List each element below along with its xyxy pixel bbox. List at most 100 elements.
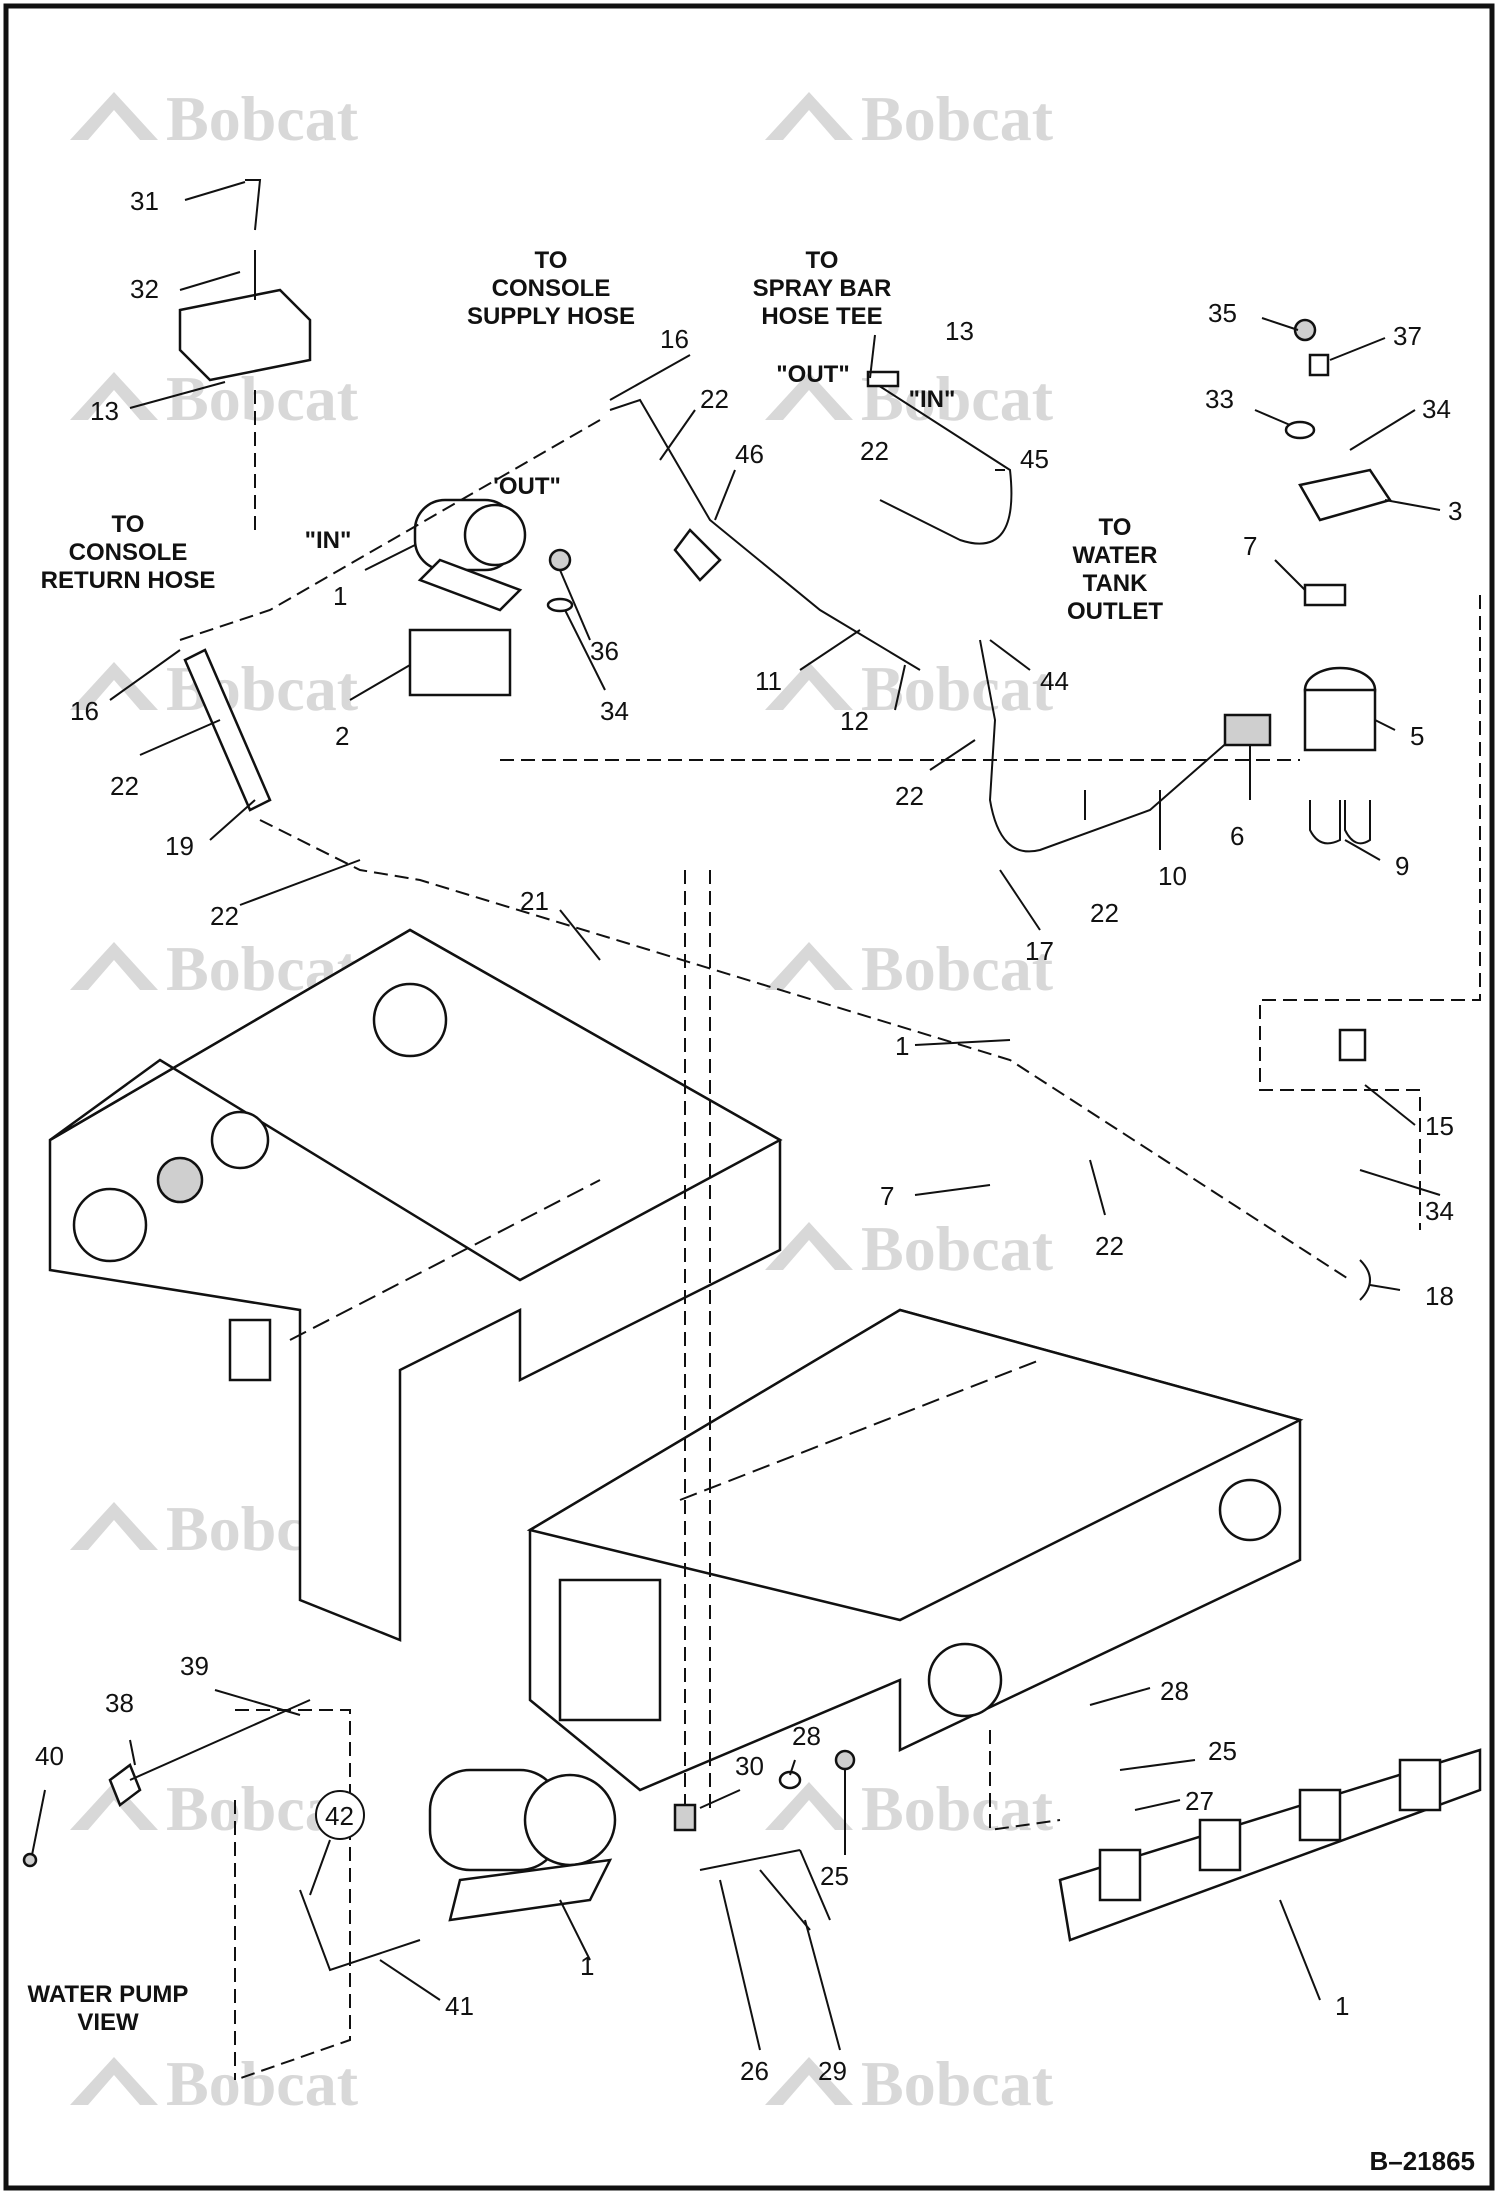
watermark-brand: Bobcat xyxy=(166,2048,359,2119)
flow-in-tee: "IN" xyxy=(909,386,956,413)
bobcat-logo-icon xyxy=(70,942,158,990)
bobcat-logo-icon xyxy=(765,662,853,710)
callout-13: 13 xyxy=(90,396,119,426)
callout-28: 28 xyxy=(1160,1676,1189,1706)
callout-40: 40 xyxy=(35,1741,64,1771)
flow-out-pump: 'OUT" xyxy=(493,473,561,500)
water-pump-1 xyxy=(413,498,527,612)
bobcat-logo-icon xyxy=(765,2057,853,2105)
hose-line-lower xyxy=(259,819,1351,1281)
note-console-supply-2: CONSOLE xyxy=(492,275,611,302)
watermark-brand: Bobcat xyxy=(166,83,359,154)
callout-29: 29 xyxy=(818,2056,847,2086)
nozzle xyxy=(1298,1788,1342,1842)
callout-22: 22 xyxy=(1090,898,1119,928)
bobcat-logo-icon xyxy=(765,92,853,140)
nozzle xyxy=(1098,1848,1142,1902)
note-water-tank-2: WATER xyxy=(1073,542,1158,569)
callout-19: 19 xyxy=(165,831,194,861)
callout-41: 41 xyxy=(445,1991,474,2021)
callout-10: 10 xyxy=(1158,861,1187,891)
flow-out-tee: "OUT" xyxy=(776,361,849,388)
hose-46-body xyxy=(673,528,722,582)
callout-circle xyxy=(315,1790,365,1840)
callout-22: 22 xyxy=(1095,1231,1124,1261)
watermark-brand: Bobcat xyxy=(861,1213,1054,1284)
bobcat-logo-icon xyxy=(70,2057,158,2105)
callout-46: 46 xyxy=(735,439,764,469)
frame-grille xyxy=(156,1156,204,1204)
callout-17: 17 xyxy=(1025,936,1054,966)
callout-1: 1 xyxy=(333,581,347,611)
callout-16: 16 xyxy=(70,696,99,726)
callout-13: 13 xyxy=(945,316,974,346)
watermark-brand: Bobcat xyxy=(861,83,1054,154)
callout-15: 15 xyxy=(1425,1111,1454,1141)
watermark-brand: Bobcat xyxy=(861,653,1054,724)
watermark-brand: Bobcat xyxy=(861,1773,1054,1844)
connector-38 xyxy=(108,1763,142,1807)
watermark-brand: Bobcat xyxy=(861,933,1054,1004)
tee-13 xyxy=(866,370,900,388)
callout-16: 16 xyxy=(660,324,689,354)
note-spray-bar-2: SPRAY BAR xyxy=(753,275,892,302)
callout-33: 33 xyxy=(1205,384,1234,414)
callout-22: 34 xyxy=(1425,1196,1454,1226)
bobcat-logo-icon xyxy=(765,372,853,420)
watermark-brand: Bobcat xyxy=(861,2048,1054,2119)
frame-hole xyxy=(210,1110,270,1170)
pad-7 xyxy=(1303,583,1347,607)
callout-26: 26 xyxy=(740,2056,769,2086)
frame-window xyxy=(558,1578,662,1722)
bobcat-logo-icon xyxy=(765,1222,853,1270)
note-console-supply-3: SUPPLY HOSE xyxy=(467,303,635,330)
bobcat-logo-icon xyxy=(765,1782,853,1830)
callout-1: 1 xyxy=(580,1951,594,1981)
fitting-37 xyxy=(1308,353,1330,377)
note-spray-bar-3: HOSE TEE xyxy=(761,303,882,330)
frame-hole xyxy=(927,1642,1003,1718)
clamp-9 xyxy=(1309,800,1371,845)
callout-11: 11 xyxy=(755,666,782,696)
terminal-40 xyxy=(22,1852,38,1868)
hose-41 xyxy=(299,1889,421,1972)
callout-31: 31 xyxy=(130,186,159,216)
left-frame xyxy=(48,928,783,1642)
hose-45 xyxy=(869,379,1013,545)
right-frame xyxy=(526,1308,1304,1792)
nozzle xyxy=(1198,1818,1242,1872)
callout-38: 38 xyxy=(105,1688,134,1718)
callout-22: 22 xyxy=(700,384,729,414)
washer-33 xyxy=(1284,420,1316,440)
callout-6: 6 xyxy=(1230,821,1244,851)
spray-bar-1 xyxy=(989,1730,1482,1942)
callout-22: 22 xyxy=(110,771,139,801)
note-water-tank-3: TANK xyxy=(1083,570,1149,597)
flow-in-pump: "IN" xyxy=(305,527,352,554)
bobcat-logo-icon xyxy=(70,662,158,710)
callout-39: 39 xyxy=(180,1651,209,1681)
bracket-13 xyxy=(178,179,312,530)
elbow-18 xyxy=(1359,1259,1371,1301)
hose-line xyxy=(179,419,601,641)
callout-numbers: 31 32 13 16 22 46 13 22 45 35 37 33 34 3… xyxy=(35,186,1462,2086)
nut-36 xyxy=(548,548,572,572)
frame-hole xyxy=(372,982,448,1058)
callout-44: 44 xyxy=(1040,666,1069,696)
bobcat-logo-icon xyxy=(70,372,158,420)
callout-22: 22 xyxy=(895,781,924,811)
note-water-pump-1: WATER PUMP xyxy=(28,1981,189,2008)
pin-26 xyxy=(699,1849,831,1921)
callout-25: 25 xyxy=(820,1861,849,1891)
water-pump-face xyxy=(523,1773,617,1867)
callout-37: 37 xyxy=(1393,321,1422,351)
callout-28: 28 xyxy=(792,1721,821,1751)
callout-7: 7 xyxy=(880,1181,894,1211)
callout-35: 35 xyxy=(1208,298,1237,328)
callout-30: 30 xyxy=(735,1751,764,1781)
callout-3: 3 xyxy=(1448,496,1462,526)
callout-27: 27 xyxy=(1185,1786,1214,1816)
callout-22: 22 xyxy=(210,901,239,931)
note-spray-bar-1: TO xyxy=(806,247,839,274)
